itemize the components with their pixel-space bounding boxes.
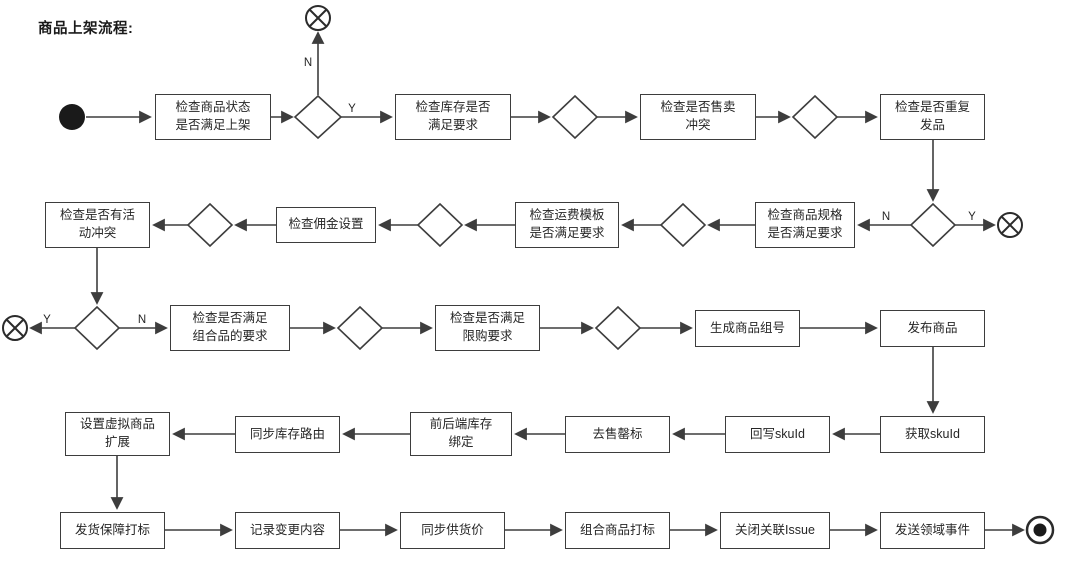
flow-node-generate-product-group: 生成商品组号 [695, 310, 800, 347]
branch-label-yes: Y [348, 103, 356, 115]
node-label: 生成商品组号 [709, 320, 785, 335]
flow-node-check-inventory: 检查库存是否 满足要求 [395, 94, 511, 140]
node-label: 记录变更内容 [249, 522, 325, 537]
cancel-event-left-x [5, 318, 25, 338]
decision-diamond-10 [594, 305, 642, 351]
flow-node-check-purchase-limit: 检查是否满足 限购要求 [435, 305, 540, 351]
node-label: 回写skuId [750, 426, 805, 441]
node-label: 检查运费模板 是否满足要求 [529, 208, 605, 240]
flow-node-remove-soldout-tag: 去售罄标 [565, 416, 670, 453]
end-event-dot [1033, 523, 1047, 537]
flow-node-check-product-status: 检查商品状态 是否满足上架 [155, 94, 271, 140]
decision-diamond-7 [186, 202, 234, 248]
flow-node-sync-inventory-route: 同步库存路由 [235, 416, 340, 453]
node-label: 前后端库存 绑定 [429, 417, 493, 449]
node-label: 检查是否满足 限购要求 [449, 311, 525, 343]
flow-node-send-domain-event: 发送领域事件 [880, 512, 985, 549]
end-event [1025, 515, 1055, 545]
cancel-event-right-x [1000, 215, 1020, 235]
node-label: 检查库存是否 满足要求 [415, 100, 491, 132]
node-label: 发布商品 [907, 320, 958, 335]
node-label: 发货保障打标 [74, 522, 150, 537]
flow-node-check-duplicate-publish: 检查是否重复 发品 [880, 94, 985, 140]
flow-node-combo-product-tag: 组合商品打标 [565, 512, 670, 549]
flow-node-publish-product: 发布商品 [880, 310, 985, 347]
flow-node-get-skuid: 获取skuId [880, 416, 985, 453]
node-label: 检查是否售卖 冲突 [660, 100, 736, 132]
decision-diamond-3 [791, 94, 839, 140]
node-label: 检查是否有活 动冲突 [59, 208, 135, 240]
node-label: 检查是否满足 组合品的要求 [192, 311, 268, 343]
flow-node-record-change-content: 记录变更内容 [235, 512, 340, 549]
decision-diamond-8 [73, 305, 121, 351]
flow-node-write-back-skuid: 回写skuId [725, 416, 830, 453]
decision-diamond-1 [293, 94, 343, 140]
cancel-event-top-x [308, 8, 328, 28]
decision-diamond-6 [416, 202, 464, 248]
node-label: 检查商品规格 是否满足要求 [767, 208, 843, 240]
node-label: 设置虚拟商品 扩展 [79, 417, 155, 449]
flow-node-shipping-guarantee-tag: 发货保障打标 [60, 512, 165, 549]
node-label: 检查商品状态 是否满足上架 [175, 100, 251, 132]
diagram-title: 商品上架流程: [38, 21, 134, 37]
flow-node-close-related-issue: 关闭关联Issue [720, 512, 830, 549]
flow-node-check-commission: 检查佣金设置 [276, 207, 376, 243]
flow-node-sync-supply-price: 同步供货价 [400, 512, 505, 549]
flow-node-check-freight-template: 检查运费模板 是否满足要求 [515, 202, 619, 248]
branch-label-yes: Y [968, 211, 976, 223]
flow-node-set-virtual-product-ext: 设置虚拟商品 扩展 [65, 412, 170, 456]
branch-label-no: N [137, 314, 147, 326]
node-label: 同步供货价 [421, 522, 484, 537]
branch-label-no: N [881, 211, 891, 223]
node-label: 组合商品打标 [579, 522, 655, 537]
node-label: 去售罄标 [592, 426, 643, 441]
node-label: 关闭关联Issue [735, 522, 815, 537]
flow-node-bind-front-back-inventory: 前后端库存 绑定 [410, 412, 512, 456]
branch-label-yes: Y [43, 314, 51, 326]
start-event-circle [59, 104, 85, 130]
branch-label-no: N [303, 57, 313, 69]
node-label: 获取skuId [905, 426, 960, 441]
node-label: 同步库存路由 [249, 426, 325, 441]
decision-diamond-2 [551, 94, 599, 140]
decision-diamond-9 [336, 305, 384, 351]
flow-node-check-combo-requirement: 检查是否满足 组合品的要求 [170, 305, 290, 351]
node-label: 检查是否重复 发品 [894, 100, 970, 132]
decision-diamond-4 [909, 202, 957, 248]
node-label: 发送领域事件 [894, 522, 970, 537]
node-label: 检查佣金设置 [288, 217, 364, 232]
flow-node-check-product-spec: 检查商品规格 是否满足要求 [755, 202, 855, 248]
decision-diamond-5 [659, 202, 707, 248]
flow-node-check-activity-conflict: 检查是否有活 动冲突 [45, 202, 150, 248]
flow-node-check-sell-conflict: 检查是否售卖 冲突 [640, 94, 756, 140]
